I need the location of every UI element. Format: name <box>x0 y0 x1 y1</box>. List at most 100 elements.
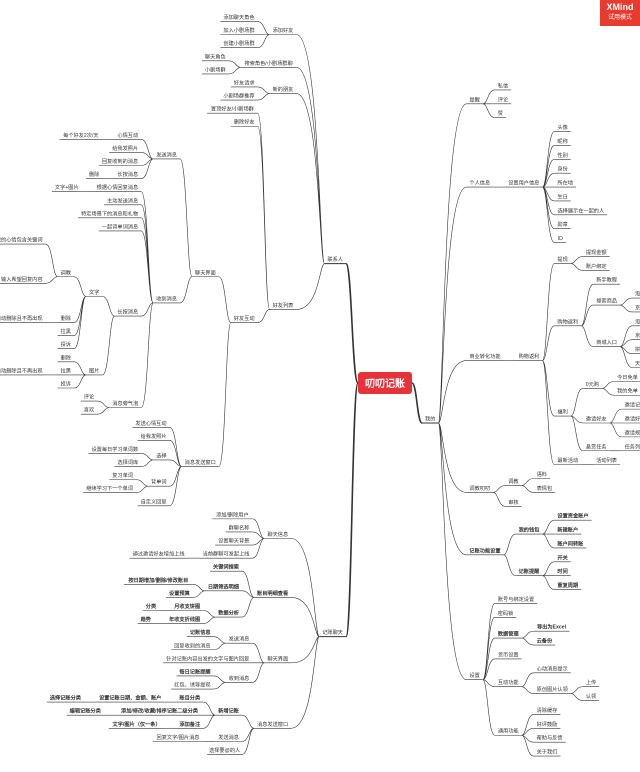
node-right-0-2-0-1-2-2[interactable]: 拼多多 <box>635 345 640 353</box>
node-right-0-1-0-6[interactable]: 选择展示在一起的人 <box>557 206 604 214</box>
node-left-0-3-2-0-0-1[interactable]: 给我发照片 <box>112 144 138 152</box>
node-right-0-4-1-0[interactable]: 开关 <box>557 553 568 561</box>
node-left-0-3-2-0-1-5[interactable]: 消息旁气泡 <box>112 399 138 407</box>
node-left-0-3-2-0-1-1[interactable]: 主动发送消息 <box>107 196 138 204</box>
node-right-0-5-4-1[interactable]: 原创图片认领 <box>537 685 568 693</box>
node-left-1-0-3[interactable]: 当前群聊可发起上线 <box>203 550 250 558</box>
node-left-0-3-2-0-1-4-0-0-0[interactable]: 我的心情包含关键词 <box>0 236 43 244</box>
node-right-0-5-5-2[interactable]: 帮助与反馈 <box>537 734 563 742</box>
node-right-0-5-2[interactable]: 数据管理 <box>498 630 520 638</box>
node-left-1-1-1-0[interactable]: 按日期增加/删除/修改账目 <box>128 576 188 584</box>
node-left-1-1-2-1-0[interactable]: 趋势 <box>141 615 152 623</box>
node-right-0-1-0-8[interactable]: ID <box>558 236 563 242</box>
node-left-1-3[interactable]: 消息发送窗口 <box>257 720 288 728</box>
node-left-0-3-2-0-1-5-1[interactable]: 喜欢 <box>84 406 95 414</box>
node-left-1-2-2-0[interactable]: 每日记账提醒 <box>179 667 211 675</box>
node-right-0-2-0-1-0[interactable]: 新手教程 <box>596 276 617 284</box>
node-left-0-0-0[interactable]: 添加聊天角色 <box>223 13 254 21</box>
node-right-0-4-0-1[interactable]: 新建账户 <box>557 526 578 534</box>
node-left-0-3-2-0-1-5-0[interactable]: 评论 <box>84 393 95 401</box>
node-left-1-3-0-0[interactable]: 账目分类 <box>179 694 201 702</box>
node-left-0-3-2-0-1-4-1[interactable]: 图片 <box>89 366 99 374</box>
node-left-1-3-0-0-0-0[interactable]: 选择记账分类 <box>50 694 82 702</box>
node-right-0-0-2[interactable]: 赞 <box>498 109 503 117</box>
node-left-1-3-0-2[interactable]: 添加备注 <box>179 720 201 728</box>
node-left-0-3-2-0-1-4-1-1[interactable]: 拉黑 <box>61 366 71 374</box>
node-right-0-4-0[interactable]: 我的钱包 <box>519 526 541 534</box>
node-right-0-2-0-1-2-3[interactable]: 天猫超市 <box>635 359 640 367</box>
node-left-0-3-2-0-1-4-0-3[interactable]: 投诉 <box>61 340 71 348</box>
node-left-0-3-2-1-1[interactable]: 给我发照片 <box>141 432 167 440</box>
node-right-0-2-0-1-1-0[interactable]: 淘宝 <box>635 290 640 298</box>
node-left-1-3-0-1-0[interactable]: 编辑记账分类 <box>70 707 102 715</box>
node-left-0-3-2-0-0-0[interactable]: 心情互动 <box>117 131 138 139</box>
node-right-0-0[interactable]: 提醒 <box>469 95 479 103</box>
node-right-0-0-1[interactable]: 评论 <box>498 95 509 103</box>
node-right-0-1-0-1[interactable]: 昵称 <box>557 137 567 145</box>
node-left-0[interactable]: 联系人 <box>327 255 343 263</box>
node-right-0-5-4-1-0[interactable]: 上传 <box>586 678 596 686</box>
node-left-1-0-2[interactable]: 设置聊天背景 <box>218 537 249 545</box>
node-right-0-1-0-0[interactable]: 头像 <box>557 123 568 131</box>
node-right-0-4-0-2[interactable]: 账户间转账 <box>557 539 584 547</box>
node-left-0-2[interactable]: 新的朋友 <box>273 85 294 93</box>
node-right-0-4-1[interactable]: 记账提醒 <box>519 567 541 575</box>
node-left-0-3-2-0-1-0-0[interactable]: 文字+图片 <box>55 183 79 191</box>
node-right-0-3[interactable]: 调教叨叨 <box>469 484 490 492</box>
node-right-0-0-0[interactable]: 私信 <box>498 81 508 89</box>
node-left-0-3-2-1-4[interactable]: 自定义回复 <box>141 497 167 505</box>
node-left-0-3-2-0-0-3-0[interactable]: 删除 <box>89 170 100 178</box>
node-right-0-5-3[interactable]: 货币设置 <box>498 650 519 658</box>
node-left-0-1-0[interactable]: 聊天角色 <box>205 52 226 60</box>
node-left-1-1-0[interactable]: 关键词搜索 <box>213 563 240 571</box>
node-left-0-3-2-0-0-3[interactable]: 长按消息 <box>117 170 138 178</box>
node-right-0-4-0-0[interactable]: 设置资金账户 <box>557 512 588 520</box>
node-left-0-3-2-1-2-1[interactable]: 选择词库 <box>117 458 138 466</box>
node-right-0-2-0-2-0[interactable]: 0元购 <box>586 380 599 388</box>
node-left-0-3-2-0-1-0[interactable]: 根据心情回复消息 <box>97 183 139 191</box>
node-right-0-2-0-0-0[interactable]: 提现金额 <box>586 248 608 256</box>
node-right-0-1-0-2[interactable]: 性别 <box>557 151 567 159</box>
node-right-0-1-0[interactable]: 设置用户信息 <box>508 179 539 187</box>
node-left-1-1-1-1[interactable]: 设置预算 <box>169 589 191 597</box>
node-right-0-3-0-1[interactable]: 表情包 <box>537 484 553 492</box>
node-right-0-2-0-1-1-1[interactable]: 京东 <box>635 304 640 312</box>
node-left-0-3-2-0-1-4-0[interactable]: 文字 <box>89 288 99 296</box>
node-right-0-1-0-5[interactable]: 生日 <box>557 193 567 201</box>
node-right-0-2-0-3-0[interactable]: 活动列表 <box>596 456 618 464</box>
node-left-1-2-0-1[interactable]: 回复收到的消息 <box>174 641 210 649</box>
node-right-0-5-0[interactable]: 账号与绑定设置 <box>498 595 534 603</box>
node-left-0-3-2-0-0-0-0[interactable]: 每个好友2次/天 <box>63 131 98 139</box>
node-left-1-2-2-1[interactable]: 红包、诱导提现 <box>174 681 210 689</box>
node-right-0-2-0-1-2[interactable]: 商城入口 <box>596 338 617 346</box>
node-left-1-1-1[interactable]: 日期筛选明细 <box>208 582 239 590</box>
node-left-1-3-0-0-0[interactable]: 设置记账日期、金额、账户 <box>99 694 161 702</box>
node-left-0-3-2-0-1-4-1-2[interactable]: 投诉 <box>61 380 71 388</box>
node-left-0-3-2-0-0[interactable]: 发送消息 <box>156 151 177 159</box>
node-left-1-0-1[interactable]: 群聊名称 <box>229 524 250 532</box>
node-right-0-2-0-2-0-1[interactable]: 我的免单 <box>617 387 638 395</box>
node-left-0-3-2-0-0-2[interactable]: 回复收到的消息 <box>102 157 138 165</box>
node-right-0-2-0-2-0-0[interactable]: 今日免单 <box>617 373 638 381</box>
node-right-0-5-4-0[interactable]: 心动消息提示 <box>537 664 568 672</box>
node-right-0-1[interactable]: 个人信息 <box>469 179 490 187</box>
node-left-1-3-2[interactable]: 选择要@的人 <box>209 746 240 754</box>
node-right-0-5-4[interactable]: 互动功能 <box>498 678 519 686</box>
node-right-0-2-0-1-2-0[interactable]: 淘宝 <box>635 317 640 325</box>
node-right-0-5-5[interactable]: 通用功能 <box>498 727 519 735</box>
node-left-0-2-1[interactable]: 小剧场群推荐 <box>223 92 254 100</box>
node-right-0-4-1-2[interactable]: 重复周期 <box>557 581 578 589</box>
node-left-0-3-2-0-1-4-1-0[interactable]: 删除 <box>61 353 72 361</box>
node-right-0-2-0-2-2-0[interactable]: 任务列表 <box>625 442 640 450</box>
node-right-0-2-0-2-2[interactable]: 悬赏任务 <box>586 442 607 450</box>
node-right-0-2-0-0[interactable]: 提现 <box>557 255 567 263</box>
node-left-1-2[interactable]: 聊天界面 <box>267 654 288 662</box>
node-left-1-3-1-0[interactable]: 回复文字/图片消息 <box>157 733 200 741</box>
node-right-0-2-0-2-1-2[interactable]: 邀请规则 <box>625 428 640 436</box>
node-right-0-2-0-2[interactable]: 福利 <box>557 408 567 416</box>
node-left-0-3-2-0-1-4-0-0[interactable]: 调教 <box>61 268 72 276</box>
node-right-0-5-5-1[interactable]: 好评鼓励 <box>537 720 558 728</box>
node-left-0-3-2-1-3-0[interactable]: 复习单词 <box>112 471 133 479</box>
node-left-1-2-0[interactable]: 发送消息 <box>229 635 250 643</box>
node-left-0-3-2-0-1-4-0-2[interactable]: 拉黑 <box>61 327 71 335</box>
